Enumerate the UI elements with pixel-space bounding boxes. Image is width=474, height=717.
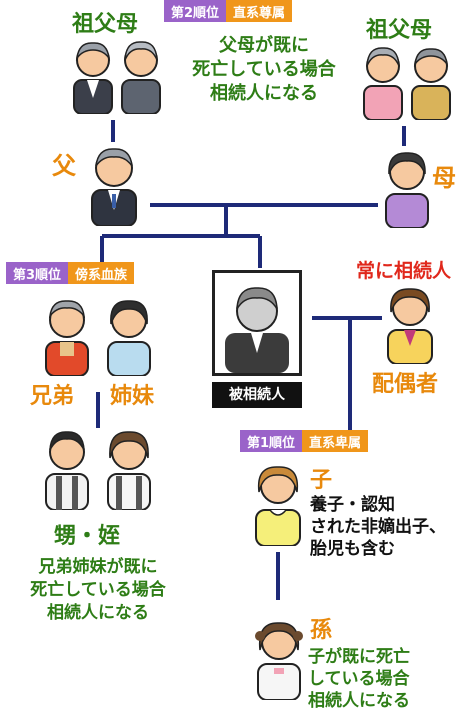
spouse-icon <box>387 288 433 364</box>
rank1-badge: 第1順位 直系卑属 <box>240 430 369 452</box>
rank2-category: 直系尊属 <box>226 0 293 22</box>
mother-label: 母 <box>432 164 456 192</box>
grandchild-label: 孫 <box>310 618 333 643</box>
father-label: 父 <box>52 152 76 180</box>
rank3-note: 兄弟姉妹が既に 死亡している場合 相続人になる <box>30 557 166 623</box>
sister-icon <box>107 300 151 376</box>
grandmother-left-icon <box>121 41 161 114</box>
grandfather-right-icon <box>411 48 451 120</box>
grandfather-left-icon <box>73 42 113 114</box>
grandparents-left-title: 祖父母 <box>72 12 139 37</box>
nephew-niece-label: 甥・姪 <box>54 524 121 549</box>
child-label: 子 <box>310 468 333 493</box>
father-icon <box>91 148 137 226</box>
grandmother-right-icon <box>363 47 403 120</box>
niece-icon <box>107 431 151 510</box>
brother-icon <box>45 300 89 376</box>
rank1-rank: 第1順位 <box>240 430 303 452</box>
rank2-rank: 第2順位 <box>164 0 227 22</box>
spouse-label: 配偶者 <box>372 372 439 397</box>
mother-icon <box>385 152 429 228</box>
deceased-portrait-frame <box>212 270 302 376</box>
rank3-badge: 第3順位 傍系血族 <box>6 262 135 284</box>
deceased-label: 被相続人 <box>212 382 302 408</box>
rank1-category: 直系卑属 <box>302 430 369 452</box>
grandchild-note: 子が既に死亡 している場合 相続人になる <box>308 647 410 711</box>
child-note: 養子・認知 された非嫡出子、 胎児も含む <box>310 495 446 559</box>
spouse-always-label: 常に相続人 <box>356 260 452 282</box>
grandchild-icon <box>255 622 303 700</box>
rank2-note: 父母が既に 死亡している場合 相続人になる <box>192 35 336 104</box>
deceased-icon <box>215 273 299 373</box>
rank2-badge: 第2順位 直系尊属 <box>164 0 293 22</box>
child-icon <box>255 466 301 546</box>
sister-label: 姉妹 <box>110 384 155 409</box>
grandparents-right-title: 祖父母 <box>366 18 433 43</box>
nephew-icon <box>45 431 89 510</box>
rank3-rank: 第3順位 <box>6 262 69 284</box>
brother-label: 兄弟 <box>30 384 75 409</box>
rank3-category: 傍系血族 <box>68 262 135 284</box>
